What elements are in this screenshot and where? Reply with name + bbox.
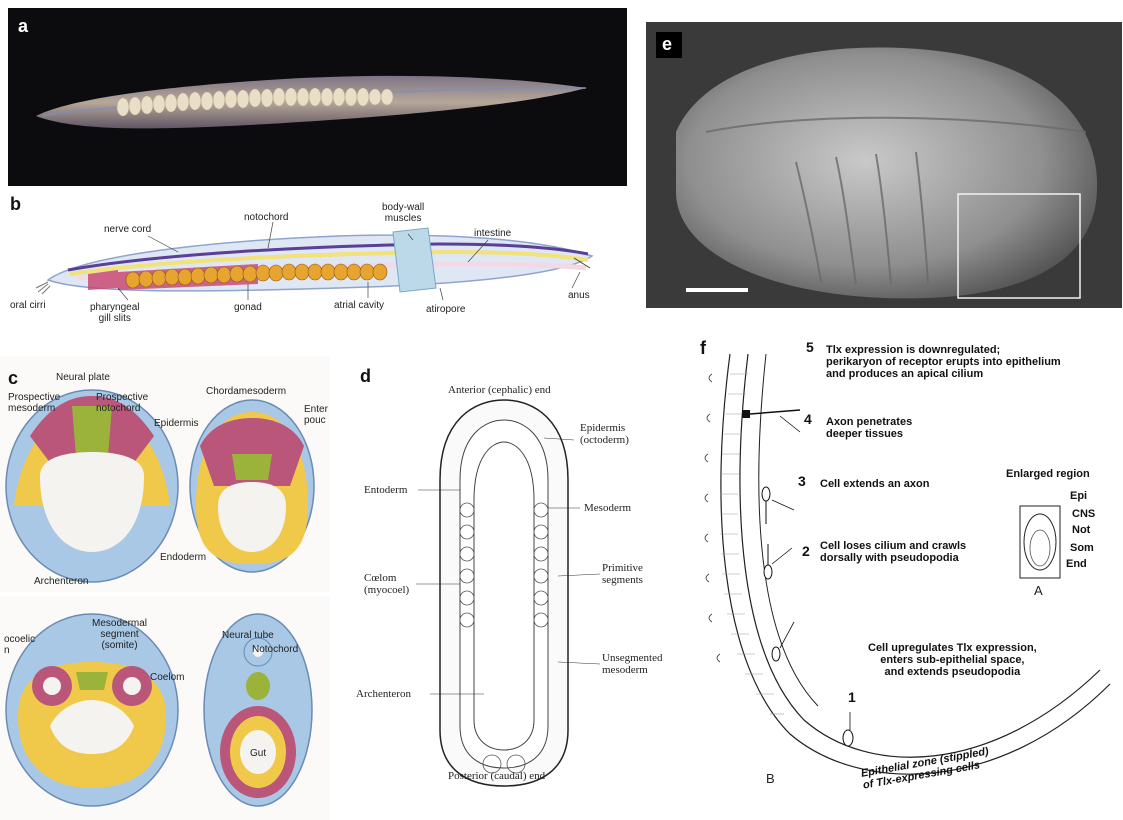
label-epidermis-d: Epidermis (octoderm) [580,422,629,446]
label-notochord: notochord [244,212,288,223]
label-endoderm: Endoderm [160,552,206,563]
step-1-num: 1 [848,690,856,705]
label-body-wall-muscles: body-wall muscles [382,202,424,224]
inset-title: Enlarged region [1006,468,1090,480]
label-nerve-cord: nerve cord [104,224,151,235]
step-4-num: 4 [804,412,812,427]
label-atiropore: atiropore [426,304,465,315]
label-mesodermal-segment: Mesodermal segment (somite) [92,618,147,651]
label-posterior-end: Posterior (caudal) end [448,770,545,782]
panel-b-diagram: b nerve cord notochord body-wall muscles… [8,192,627,340]
label-unsegmented-mesoderm: Unsegmented mesoderm [602,652,662,676]
panel-c-diagram: c Neural plate Prospective mesoderm Pros… [0,356,330,820]
label-coelom-d: Cœlom (myocoel) [364,572,409,596]
inset-item-end: End [1066,558,1087,570]
label-epidermis: Epidermis [154,418,198,429]
step-3-text: Cell extends an axon [820,478,929,490]
step-4-text: Axon penetrates deeper tissues [826,416,912,440]
inset-item-epi: Epi [1070,490,1087,502]
bottom-letter: B [766,772,775,786]
label-coelom: Coelom [150,672,184,683]
label-neural-tube: Neural tube [222,630,274,641]
label-atrial-cavity: atrial cavity [334,300,384,311]
label-mesoderm: Mesoderm [584,502,631,514]
label-archenteron-d: Archenteron [356,688,411,700]
panel-b-label: b [10,194,21,215]
inset-item-som: Som [1070,542,1094,554]
label-anterior-end: Anterior (cephalic) end [448,384,551,396]
tlx-migration-diagram [700,334,1123,820]
inset-item-cns: CNS [1072,508,1095,520]
step-5-text: Tlx expression is downregulated; perikar… [826,344,1061,380]
inset-letter: A [1034,584,1043,598]
label-enteric-pouch: Enter pouc [304,404,328,426]
label-anus: anus [568,290,590,301]
label-notochord-c: Notochord [252,644,298,655]
step-3-num: 3 [798,474,806,489]
label-prospective-mesoderm: Prospective mesoderm [8,392,60,414]
step-1-text: Cell upregulates Tlx expression, enters … [868,642,1037,678]
panel-c-label: c [8,368,18,389]
panel-f-label: f [700,338,706,359]
step-2-text: Cell loses cilium and crawls dorsally wi… [820,540,966,564]
label-gonad: gonad [234,302,262,313]
panel-d-label: d [360,366,371,387]
label-neural-plate: Neural plate [56,372,110,383]
label-intestine: intestine [474,228,511,239]
panel-e-micrograph: e [646,22,1122,308]
label-pharyngeal-gill-slits: pharyngeal gill slits [90,302,139,324]
label-primitive-segments: Primitive segments [602,562,643,586]
sem-image [646,22,1122,308]
inset-item-not: Not [1072,524,1090,536]
panel-a-label: a [18,16,28,37]
label-archenteron: Archenteron [34,576,88,587]
label-entoderm: Entoderm [364,484,407,496]
panel-d-diagram: d Anterior (cephalic) end Epidermis (oct… [344,360,704,800]
panel-f-diagram: f 5 Tlx expression is downregulated; per… [700,334,1123,820]
label-enterocoelic: ocoelic n [4,634,35,656]
label-chordamesoderm: Chordamesoderm [206,386,286,397]
label-prospective-notochord: Prospective notochord [96,392,148,414]
step-2-num: 2 [802,544,810,559]
amphioxus-photo [8,8,627,186]
label-oral-cirri: oral cirri [10,300,46,311]
panel-a-photo: a [8,8,627,186]
panel-e-label: e [662,34,672,55]
label-gut: Gut [250,748,266,759]
step-5-num: 5 [806,340,814,355]
